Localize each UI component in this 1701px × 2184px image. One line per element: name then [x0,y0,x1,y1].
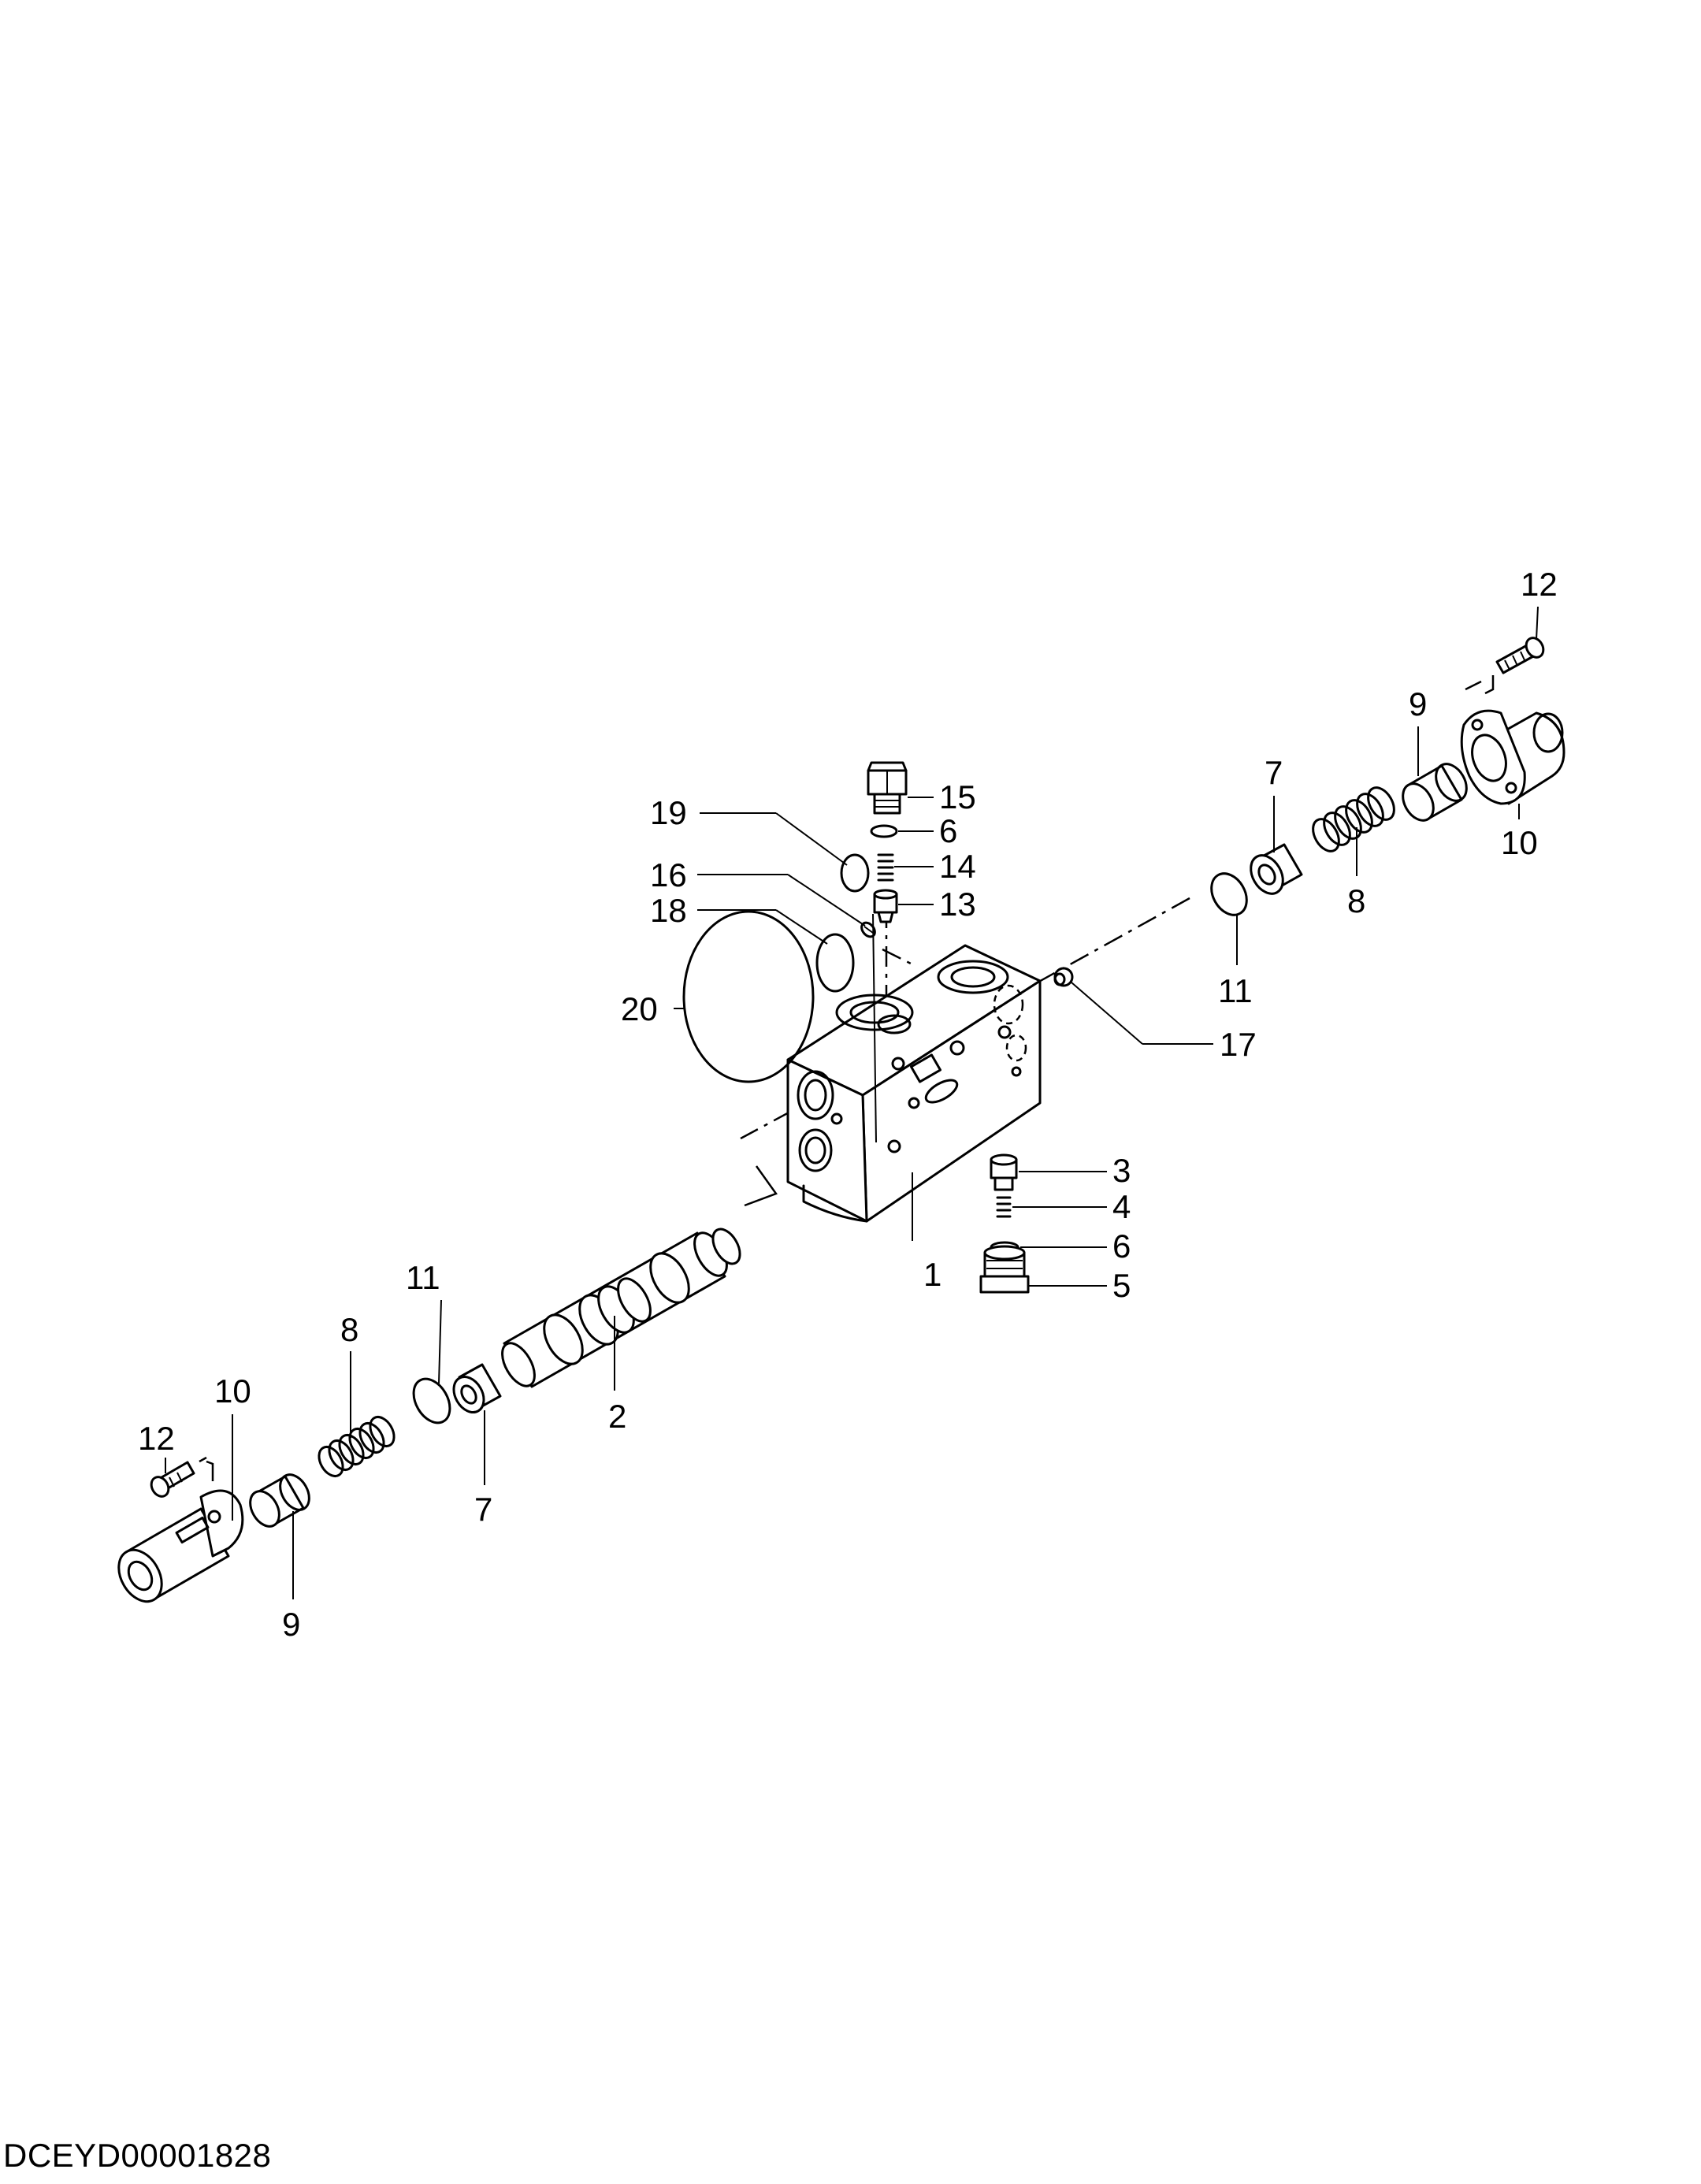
callout-8-left: 8 [340,1311,358,1348]
stopper-part-9-right [1402,763,1468,822]
spool-part [501,1228,741,1388]
oring-part-11-left [412,1377,451,1424]
callout-9-left: 9 [282,1606,300,1643]
callout-18: 18 [650,892,687,929]
callout-6-top: 6 [939,812,957,849]
plug-part-15 [867,761,908,815]
callout-14: 14 [939,848,976,885]
stopper-part-9-left [249,1473,310,1528]
callout-12-right: 12 [1521,566,1558,603]
callout-17: 17 [1220,1026,1257,1063]
callout-6-bottom: 6 [1112,1228,1131,1265]
oring-part-6-top [870,824,898,838]
seat-part-7-left [452,1363,502,1413]
cover-part-10-right [1460,709,1565,805]
callout-1: 1 [923,1256,941,1293]
plug-part-3 [990,1153,1018,1191]
spring-part-8-right [1312,786,1395,852]
callout-labels: 1 2 3 4 6 5 15 6 14 13 19 16 18 20 17 11… [138,566,1558,1643]
seat-part-7-right [1250,843,1303,895]
poppet-part-13 [873,889,898,923]
bolt-part-12-right [1465,637,1545,695]
callout-10-right: 10 [1501,824,1538,861]
callout-11-right: 11 [1218,972,1253,1009]
callout-4: 4 [1112,1188,1131,1225]
callout-7-left: 7 [474,1491,492,1528]
oring-part-18 [815,933,855,993]
callout-10-left: 10 [214,1372,251,1410]
cover-part-10-left [117,1489,244,1603]
plug-part-5 [979,1245,1030,1294]
spring-part-14 [877,853,894,882]
callout-12-left: 12 [138,1420,175,1457]
oring-part-19 [840,853,870,893]
callout-19: 19 [650,794,687,831]
callout-11-left: 11 [406,1259,440,1296]
callout-9-right: 9 [1409,685,1427,722]
document-id: DCEYD00001828 [3,2137,272,2174]
callout-5: 5 [1112,1267,1131,1304]
valve-body-part [786,944,1042,1223]
callout-15: 15 [939,778,976,815]
plug-part-17 [1053,967,1074,987]
spring-part-8-left [318,1416,396,1477]
callout-20: 20 [621,990,658,1027]
oring-part-11-right [1210,872,1248,916]
spring-part-4 [996,1196,1012,1218]
callout-8-right: 8 [1347,882,1365,919]
oring-part-20 [682,910,815,1083]
callout-2: 2 [608,1398,626,1435]
callout-7-right: 7 [1265,754,1283,791]
callout-16: 16 [650,856,687,893]
callout-13: 13 [939,886,976,923]
leader-lines [165,606,1539,1599]
callout-3: 3 [1112,1152,1131,1189]
bolt-part-12-left [150,1456,214,1498]
